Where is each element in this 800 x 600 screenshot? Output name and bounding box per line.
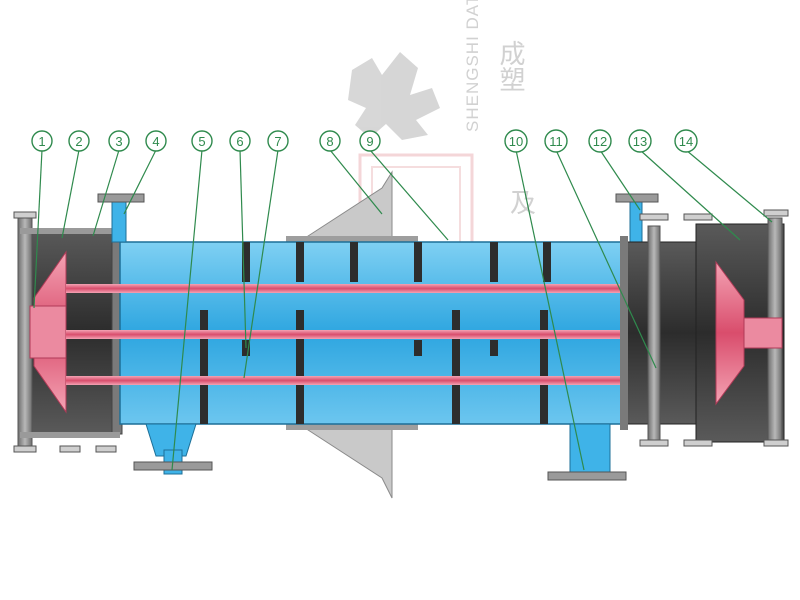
callouts [33, 149, 773, 471]
callout-12 [588, 129, 612, 153]
callout-label-9: 9 [366, 134, 373, 149]
watermark-cjk-vertical: 成塑 [495, 40, 525, 92]
callout-7 [267, 130, 289, 152]
callout-label-6: 6 [236, 134, 243, 149]
callout-label-2: 2 [75, 134, 82, 149]
callout-label-4: 4 [152, 134, 159, 149]
callout-label-13: 13 [633, 134, 647, 149]
callout-label-10: 10 [509, 134, 523, 149]
callout-13 [628, 129, 652, 153]
callout-14 [674, 129, 698, 153]
baffles [200, 242, 551, 424]
watermark-cjk-lower: 及 [510, 189, 536, 219]
left-bolts [13, 211, 117, 453]
right-head [620, 209, 789, 447]
support-saddle [286, 170, 418, 499]
watermark-latin: SHENGSHI DATA [463, 0, 482, 132]
right-bolts [639, 209, 789, 447]
callout-label-11: 11 [549, 134, 563, 149]
callout-label-8: 8 [326, 134, 333, 149]
callout-label-1: 1 [38, 134, 45, 149]
shell-inlet-nozzle-top [97, 193, 145, 243]
callout-9 [359, 130, 381, 152]
watermark-logo [348, 52, 440, 140]
shell [66, 241, 720, 425]
callout-2 [68, 130, 90, 152]
callout-6 [229, 130, 251, 152]
right-floating-head [715, 260, 745, 406]
left-nozzle [29, 305, 67, 359]
callout-3 [108, 130, 130, 152]
callout-label-3: 3 [115, 134, 122, 149]
callout-8 [319, 130, 341, 152]
callout-label-5: 5 [198, 134, 205, 149]
callout-circles [31, 129, 698, 153]
callout-5 [191, 130, 213, 152]
shell-outlet-nozzle-bottom-left [133, 423, 213, 475]
shell-nozzle-bottom-right [547, 423, 627, 481]
callout-1 [31, 130, 53, 152]
callout-label-7: 7 [274, 134, 281, 149]
callout-labels: 1 2 3 4 5 6 7 8 9 10 11 12 13 14 [38, 134, 693, 149]
callout-label-14: 14 [679, 134, 693, 149]
callout-label-12: 12 [593, 134, 607, 149]
callout-11 [544, 129, 568, 153]
right-tubesheet [620, 236, 628, 430]
right-nozzle [743, 317, 783, 349]
tube-bundle [66, 284, 720, 385]
callout-10 [504, 129, 528, 153]
callout-4 [145, 130, 167, 152]
